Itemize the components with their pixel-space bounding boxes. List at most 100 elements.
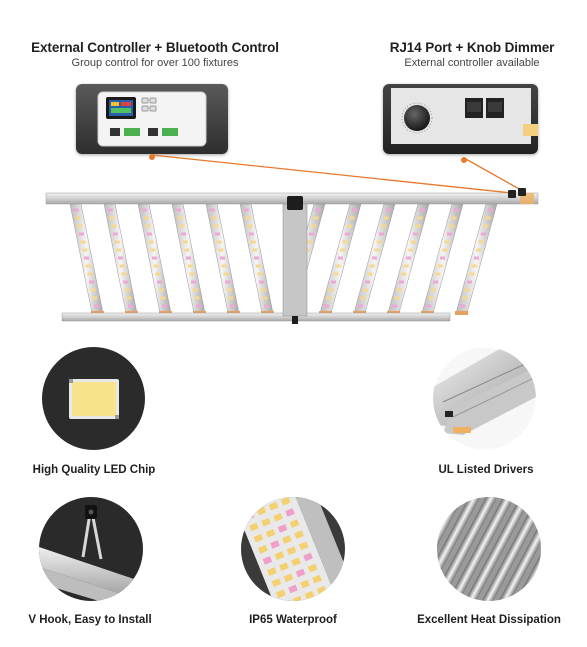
led-dot <box>157 280 163 284</box>
led-dot <box>85 264 91 268</box>
led-dot <box>82 248 88 252</box>
led-dot <box>109 216 115 220</box>
feature-label-led-chip: High Quality LED Chip <box>32 464 156 476</box>
rj14-port-heading: RJ14 Port + Knob Dimmer External control… <box>370 40 574 69</box>
led-dot <box>326 296 332 300</box>
led-dot <box>349 216 355 220</box>
led-dot <box>358 304 364 308</box>
led-dot <box>118 256 123 260</box>
led-dot <box>426 304 432 308</box>
led-dot <box>467 280 473 284</box>
led-dot <box>428 296 434 300</box>
led-dot <box>121 272 127 276</box>
led-dot <box>211 216 217 220</box>
led-dot <box>367 272 373 276</box>
led-dot <box>218 248 224 252</box>
driver-column <box>282 203 308 317</box>
led-dot <box>378 232 384 236</box>
led-dot <box>107 208 113 212</box>
led-dot <box>347 224 353 228</box>
led-chip <box>273 513 283 522</box>
led-dot <box>180 232 186 236</box>
led-dot <box>351 208 357 212</box>
led-dot <box>191 280 197 284</box>
led-dot <box>440 256 445 260</box>
led-dot <box>412 232 418 236</box>
heatsink-fin <box>437 497 508 601</box>
led-dot <box>376 240 382 244</box>
led-dot <box>148 240 154 244</box>
led-dot <box>469 272 475 276</box>
led-dot <box>485 216 491 220</box>
center-mount <box>287 196 303 210</box>
led-chip-circle <box>42 347 145 450</box>
led-dot <box>437 264 443 268</box>
led-dot <box>333 272 339 276</box>
led-board-icon <box>241 497 345 601</box>
rj14-port-subtitle: External controller available <box>404 57 540 69</box>
led-chip <box>289 519 300 528</box>
led-chip <box>294 530 304 539</box>
led-dot <box>383 216 389 220</box>
led-chip <box>256 506 267 516</box>
rj14-photo <box>383 84 538 154</box>
led-dot <box>84 256 89 260</box>
rj14-port-image <box>383 84 538 154</box>
led-dot <box>150 248 156 252</box>
controller-photo <box>76 84 228 154</box>
led-dot <box>196 304 202 308</box>
led-dot <box>90 288 96 292</box>
led-dot <box>385 208 391 212</box>
led-chip <box>271 578 282 587</box>
led-dot <box>128 304 134 308</box>
led-dot <box>243 208 249 212</box>
led-dot <box>446 232 452 236</box>
external-controller-heading: External Controller + Bluetooth Control … <box>12 40 298 69</box>
led-dot <box>89 280 95 284</box>
led-dot <box>192 288 198 292</box>
led-dot <box>406 256 411 260</box>
led-dot <box>311 224 317 228</box>
led-dot <box>116 248 122 252</box>
ul-drivers-circle <box>433 347 536 450</box>
led-dot <box>189 272 195 276</box>
rj14-port-title: RJ14 Port + Knob Dimmer <box>389 40 555 55</box>
led-chip <box>300 579 310 589</box>
led-dot <box>146 232 152 236</box>
led-chip <box>303 552 313 562</box>
led-chip <box>283 573 294 583</box>
led-dot <box>410 240 416 244</box>
led-dot <box>324 304 330 308</box>
led-dot <box>80 240 86 244</box>
led-dot <box>228 296 234 300</box>
led-dot <box>315 208 321 212</box>
led-dot <box>179 224 185 228</box>
led-dot <box>478 240 484 244</box>
led-dot <box>92 296 98 300</box>
led-dot <box>415 224 421 228</box>
led-dot <box>474 256 479 260</box>
heat-dissipation-circle <box>437 497 541 601</box>
led-dot <box>342 240 348 244</box>
led-chip <box>262 556 273 565</box>
led-dot <box>340 248 346 252</box>
led-dot <box>226 288 232 292</box>
led-dot <box>252 248 258 252</box>
led-dot <box>433 280 439 284</box>
grow-light-fixture <box>45 154 539 324</box>
ip65-circle <box>241 497 345 601</box>
led-dot <box>255 264 261 268</box>
led-chip <box>270 540 280 549</box>
external-controller-title: External Controller + Bluetooth Control <box>31 40 279 55</box>
led-dot <box>430 288 436 292</box>
led-dot <box>194 296 200 300</box>
led-dot <box>408 248 414 252</box>
led-dot <box>162 304 168 308</box>
led-dot <box>216 240 222 244</box>
bottom-rail <box>61 312 451 322</box>
led-dot <box>152 256 157 260</box>
led-dot <box>313 216 319 220</box>
led-dot <box>247 224 253 228</box>
feature-label-v-hook: V Hook, Easy to Install <box>28 614 152 626</box>
led-dot <box>230 304 236 308</box>
